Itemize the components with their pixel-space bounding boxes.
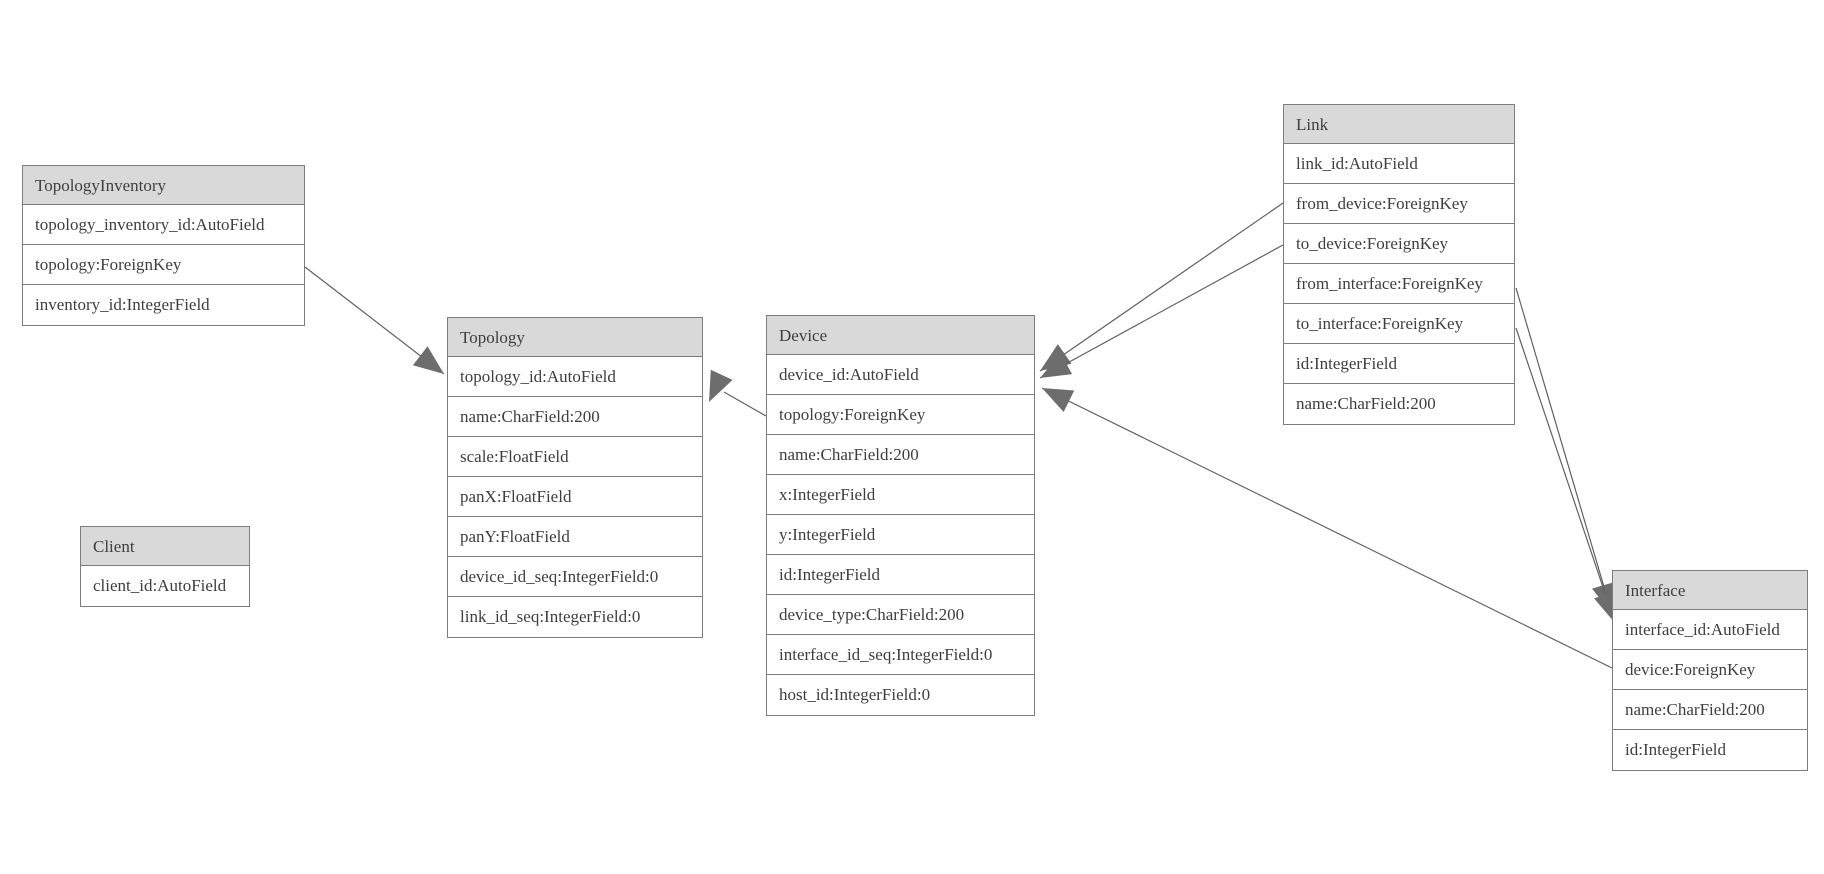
entity-field-row: name:CharField:200: [448, 397, 702, 437]
entity-title: Topology: [448, 318, 702, 357]
connector-arrowhead: [1042, 388, 1075, 412]
connector-line: [1515, 327, 1616, 624]
entity-field-row: scale:FloatField: [448, 437, 702, 477]
connector-line: [1515, 287, 1613, 615]
entity-field-row: name:CharField:200: [1613, 690, 1807, 730]
entity-field-row: id:IntegerField: [767, 555, 1034, 595]
entity-field-row: id:IntegerField: [1284, 344, 1514, 384]
entity-field-row: topology_inventory_id:AutoField: [23, 205, 304, 245]
connector-line: [1039, 202, 1284, 372]
entity-field-row: y:IntegerField: [767, 515, 1034, 555]
entity-field-row: device:ForeignKey: [1613, 650, 1807, 690]
entity-field-row: host_id:IntegerField:0: [767, 675, 1034, 715]
connector-line: [723, 391, 767, 417]
entity-field-row: topology:ForeignKey: [767, 395, 1034, 435]
connector-arrowhead: [412, 346, 444, 374]
entity-field-row: device_id_seq:IntegerField:0: [448, 557, 702, 597]
entity-field-row: name:CharField:200: [1284, 384, 1514, 424]
entity-rows: client_id:AutoField: [81, 566, 249, 606]
connector-arrowhead: [1040, 353, 1073, 378]
connector-arrowhead: [709, 369, 733, 402]
entity-field-row: to_interface:ForeignKey: [1284, 304, 1514, 344]
entity-field-row: from_interface:ForeignKey: [1284, 264, 1514, 304]
entity-title: Device: [767, 316, 1034, 355]
entity-field-row: interface_id:AutoField: [1613, 610, 1807, 650]
entity-field-row: link_id_seq:IntegerField:0: [448, 597, 702, 637]
entity-field-row: interface_id_seq:IntegerField:0: [767, 635, 1034, 675]
entity-field-row: panY:FloatField: [448, 517, 702, 557]
entity-field-row: link_id:AutoField: [1284, 144, 1514, 184]
entity-field-row: device_id:AutoField: [767, 355, 1034, 395]
entity-field-row: name:CharField:200: [767, 435, 1034, 475]
entity-field-row: to_device:ForeignKey: [1284, 224, 1514, 264]
entity-field-row: x:IntegerField: [767, 475, 1034, 515]
entity-title: Interface: [1613, 571, 1807, 610]
entity-table: TopologyInventory topology_inventory_id:…: [22, 165, 305, 326]
entity-field-row: device_type:CharField:200: [767, 595, 1034, 635]
entity-field-row: client_id:AutoField: [81, 566, 249, 606]
connector-line: [1041, 387, 1613, 669]
entity-title: Link: [1284, 105, 1514, 144]
entity-field-row: topology_id:AutoField: [448, 357, 702, 397]
entity-field-row: panX:FloatField: [448, 477, 702, 517]
entity-title: TopologyInventory: [23, 166, 304, 205]
connector-line: [1039, 244, 1284, 379]
entity-table: Client client_id:AutoField: [80, 526, 250, 607]
entity-field-row: id:IntegerField: [1613, 730, 1807, 770]
entity-field-row: from_device:ForeignKey: [1284, 184, 1514, 224]
entity-field-row: topology:ForeignKey: [23, 245, 304, 285]
connector-arrowhead: [1594, 590, 1617, 623]
entity-field-row: inventory_id:IntegerField: [23, 285, 304, 325]
entity-title: Client: [81, 527, 249, 566]
